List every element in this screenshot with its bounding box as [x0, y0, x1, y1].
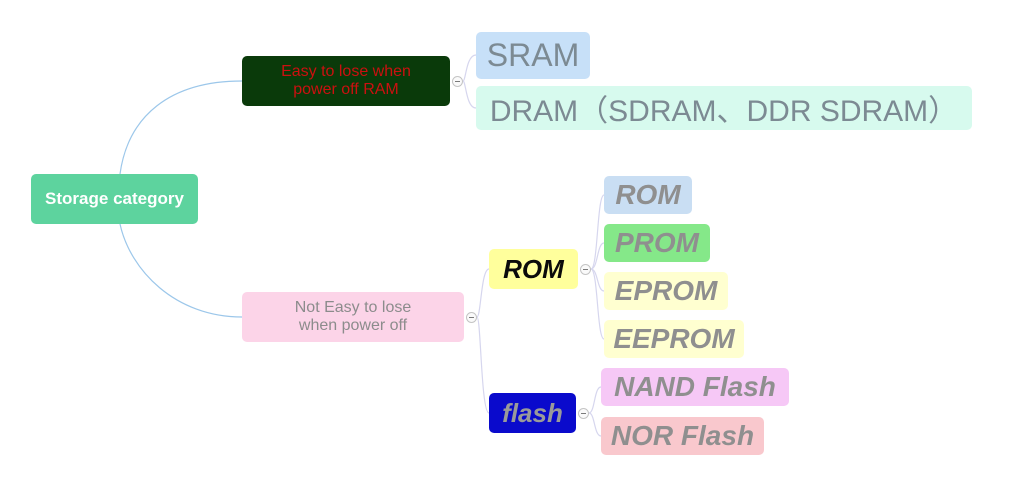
node-volatile-ram-line-1: Easy to lose when	[281, 63, 411, 80]
connector-flashgroup-nor	[588, 412, 602, 437]
node-rom-group[interactable]: ROM	[489, 249, 578, 289]
minus-circle-icon	[581, 413, 586, 414]
node-dram-separator: 、	[716, 94, 747, 129]
node-eprom-label: EPROM	[614, 275, 718, 306]
node-nonvolatile-label: Not Easy to lose when power off	[295, 299, 412, 335]
connector-nonvolatile-flash	[476, 316, 490, 414]
connector-romgroup-prom	[590, 242, 605, 270]
node-sram-label: SRAM	[486, 37, 580, 73]
node-prom[interactable]: PROM	[604, 224, 710, 262]
node-eeprom-label: EEPROM	[613, 323, 735, 354]
connector-romgroup-rom	[590, 194, 605, 270]
node-volatile-ram[interactable]: Easy to lose when power off RAM	[242, 56, 450, 106]
connector-ram-sram	[462, 54, 477, 82]
root-node-label: Storage category	[45, 189, 184, 208]
node-flash-group[interactable]: flash	[489, 393, 576, 433]
node-dram-sdram: SDRAM	[608, 95, 717, 128]
node-rom-label: ROM	[615, 179, 681, 210]
node-sram[interactable]: SRAM	[476, 32, 590, 79]
node-flash-group-label: flash	[502, 397, 563, 428]
root-node-storage-category[interactable]: Storage category	[31, 174, 198, 224]
node-rom[interactable]: ROM	[604, 176, 692, 214]
collapse-toggle-nonvolatile[interactable]	[466, 312, 477, 323]
node-dram-label: DRAM（SDRAM、DDR SDRAM）	[490, 86, 958, 130]
node-dram-ddr-sdram: DDR SDRAM	[746, 95, 929, 128]
node-dram-paren-open: （	[578, 94, 609, 129]
minus-circle-icon	[583, 269, 588, 270]
node-volatile-ram-line-2: power off RAM	[293, 81, 399, 98]
node-nonvolatile-line-2: when power off	[298, 317, 408, 334]
node-nor-flash[interactable]: NOR Flash	[601, 417, 764, 455]
node-dram-paren-close: ）	[928, 94, 959, 129]
connector-nonvolatile-rom	[476, 268, 490, 318]
minus-circle-icon	[469, 317, 474, 318]
node-rom-group-label: ROM	[503, 253, 564, 284]
collapse-toggle-flash-group[interactable]	[578, 408, 589, 419]
node-nand-flash[interactable]: NAND Flash	[601, 368, 789, 406]
minus-circle-icon	[455, 81, 460, 82]
node-nonvolatile-line-1: Not Easy to lose	[294, 299, 412, 316]
node-prom-label: PROM	[615, 227, 699, 258]
node-eprom[interactable]: EPROM	[604, 272, 728, 310]
connector-ram-dram	[462, 80, 477, 109]
collapse-toggle-rom-group[interactable]	[580, 264, 591, 275]
node-dram[interactable]: DRAM（SDRAM、DDR SDRAM）	[476, 86, 972, 130]
connector-root-nonvolatile	[119, 223, 243, 318]
node-volatile-ram-label: Easy to lose when power off RAM	[281, 63, 411, 99]
connector-flashgroup-nand	[588, 386, 602, 414]
node-nor-flash-label: NOR Flash	[610, 420, 755, 451]
node-nonvolatile[interactable]: Not Easy to lose when power off	[242, 292, 464, 342]
node-dram-name: DRAM	[489, 95, 579, 128]
node-nand-flash-label: NAND Flash	[614, 371, 776, 402]
connector-root-ram	[119, 80, 243, 175]
collapse-toggle-ram[interactable]	[452, 76, 463, 87]
connector-romgroup-eeprom	[590, 268, 605, 340]
node-eeprom[interactable]: EEPROM	[604, 320, 744, 358]
